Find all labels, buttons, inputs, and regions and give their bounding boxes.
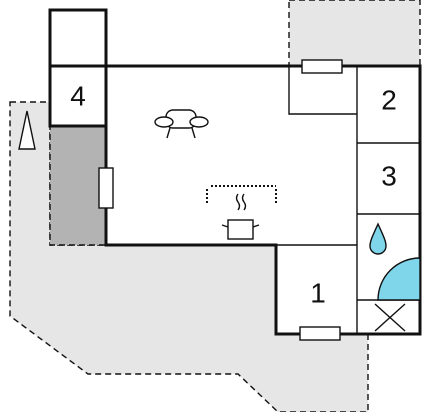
window-west [98, 167, 114, 209]
storage-cross-icon [374, 303, 406, 332]
room-4-box [50, 10, 106, 126]
room-number-1: 1 [310, 277, 326, 308]
stove-icon [206, 185, 277, 204]
exterior-walls [48, 8, 422, 336]
sofa-icon [154, 109, 209, 139]
living-area [106, 66, 420, 334]
shower-icon [377, 257, 421, 301]
cooking-pot-icon [221, 193, 260, 240]
room-number-3: 3 [381, 160, 397, 191]
terrace-north-east [288, 0, 421, 69]
north-arrow-icon [18, 110, 36, 150]
water-drop-icon [369, 222, 387, 255]
window-north [301, 59, 343, 74]
room-number-4: 4 [70, 80, 86, 111]
window-south [299, 326, 341, 341]
room-number-2: 2 [381, 84, 397, 115]
interior-walls [276, 66, 420, 334]
